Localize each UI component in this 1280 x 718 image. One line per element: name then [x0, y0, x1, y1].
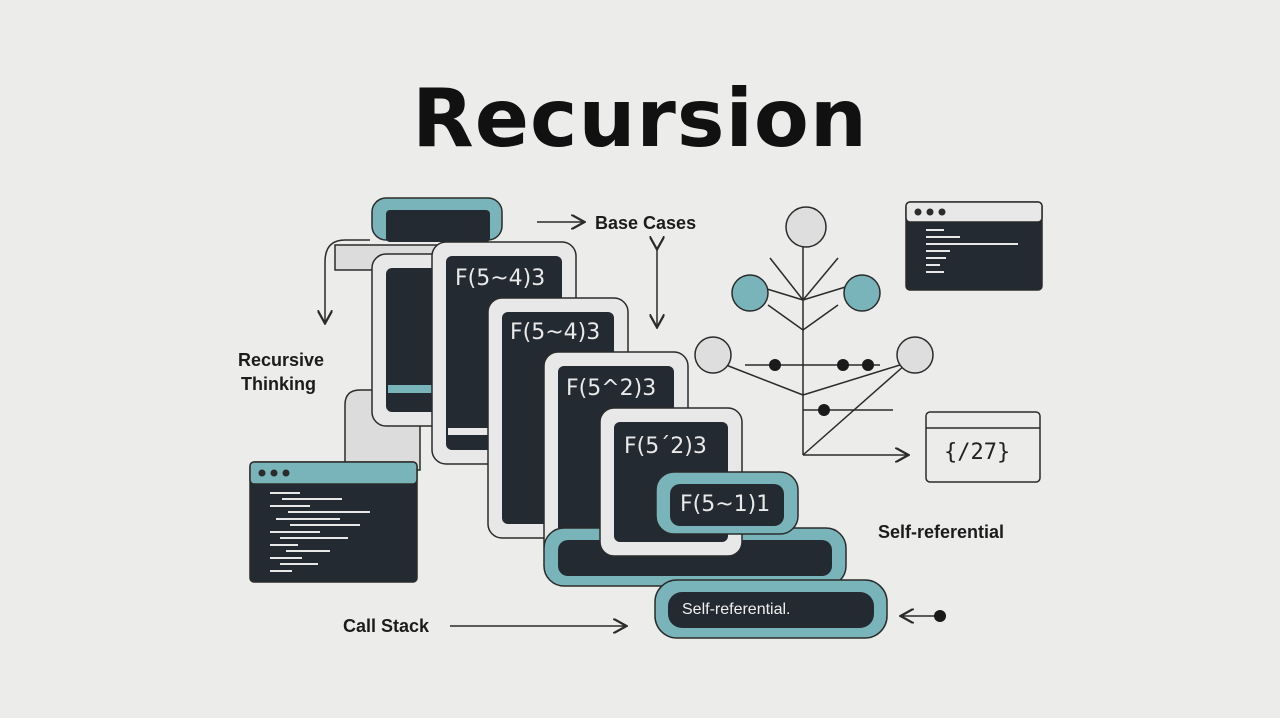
stack-frame-bottom: [654, 579, 888, 639]
tree-node: [731, 274, 769, 312]
stack-frame-top: [371, 197, 503, 242]
frame-label-4: F(5´2)3: [624, 434, 707, 459]
tree-node: [694, 336, 732, 374]
frame-label-2: F(5~4)3: [510, 320, 601, 345]
recursive-thinking-label-line1: Recursive: [238, 350, 325, 370]
stack-frame-5: [655, 471, 799, 535]
frame-label-5: F(5~1)1: [680, 492, 771, 517]
code-window-top-right: [905, 201, 1043, 291]
tree-node: [785, 206, 827, 248]
code-window-bottom-left: [249, 461, 418, 583]
result-window: [925, 411, 1041, 483]
recursive-thinking-label-line2: Thinking: [241, 374, 316, 394]
tree-dot: [862, 359, 874, 371]
tree-dot: [818, 404, 830, 416]
pointer-dot: [934, 610, 946, 622]
frame-label-1: F(5~4)3: [455, 266, 546, 291]
base-cases-label: Base Cases: [595, 213, 697, 233]
self-referential-label: Self-referential: [878, 522, 1005, 542]
tree-dot: [837, 359, 849, 371]
stack-bottom-label: Self-referential.: [682, 601, 791, 618]
connector-curve-left: [325, 239, 370, 322]
tree-node: [896, 336, 934, 374]
result-value: {/27}: [944, 440, 1011, 465]
page-title: Recursion: [412, 72, 868, 165]
tree-dot: [769, 359, 781, 371]
frame-label-3: F(5^2)3: [566, 376, 657, 401]
tree-node: [843, 274, 881, 312]
call-stack-label: Call Stack: [343, 616, 430, 636]
